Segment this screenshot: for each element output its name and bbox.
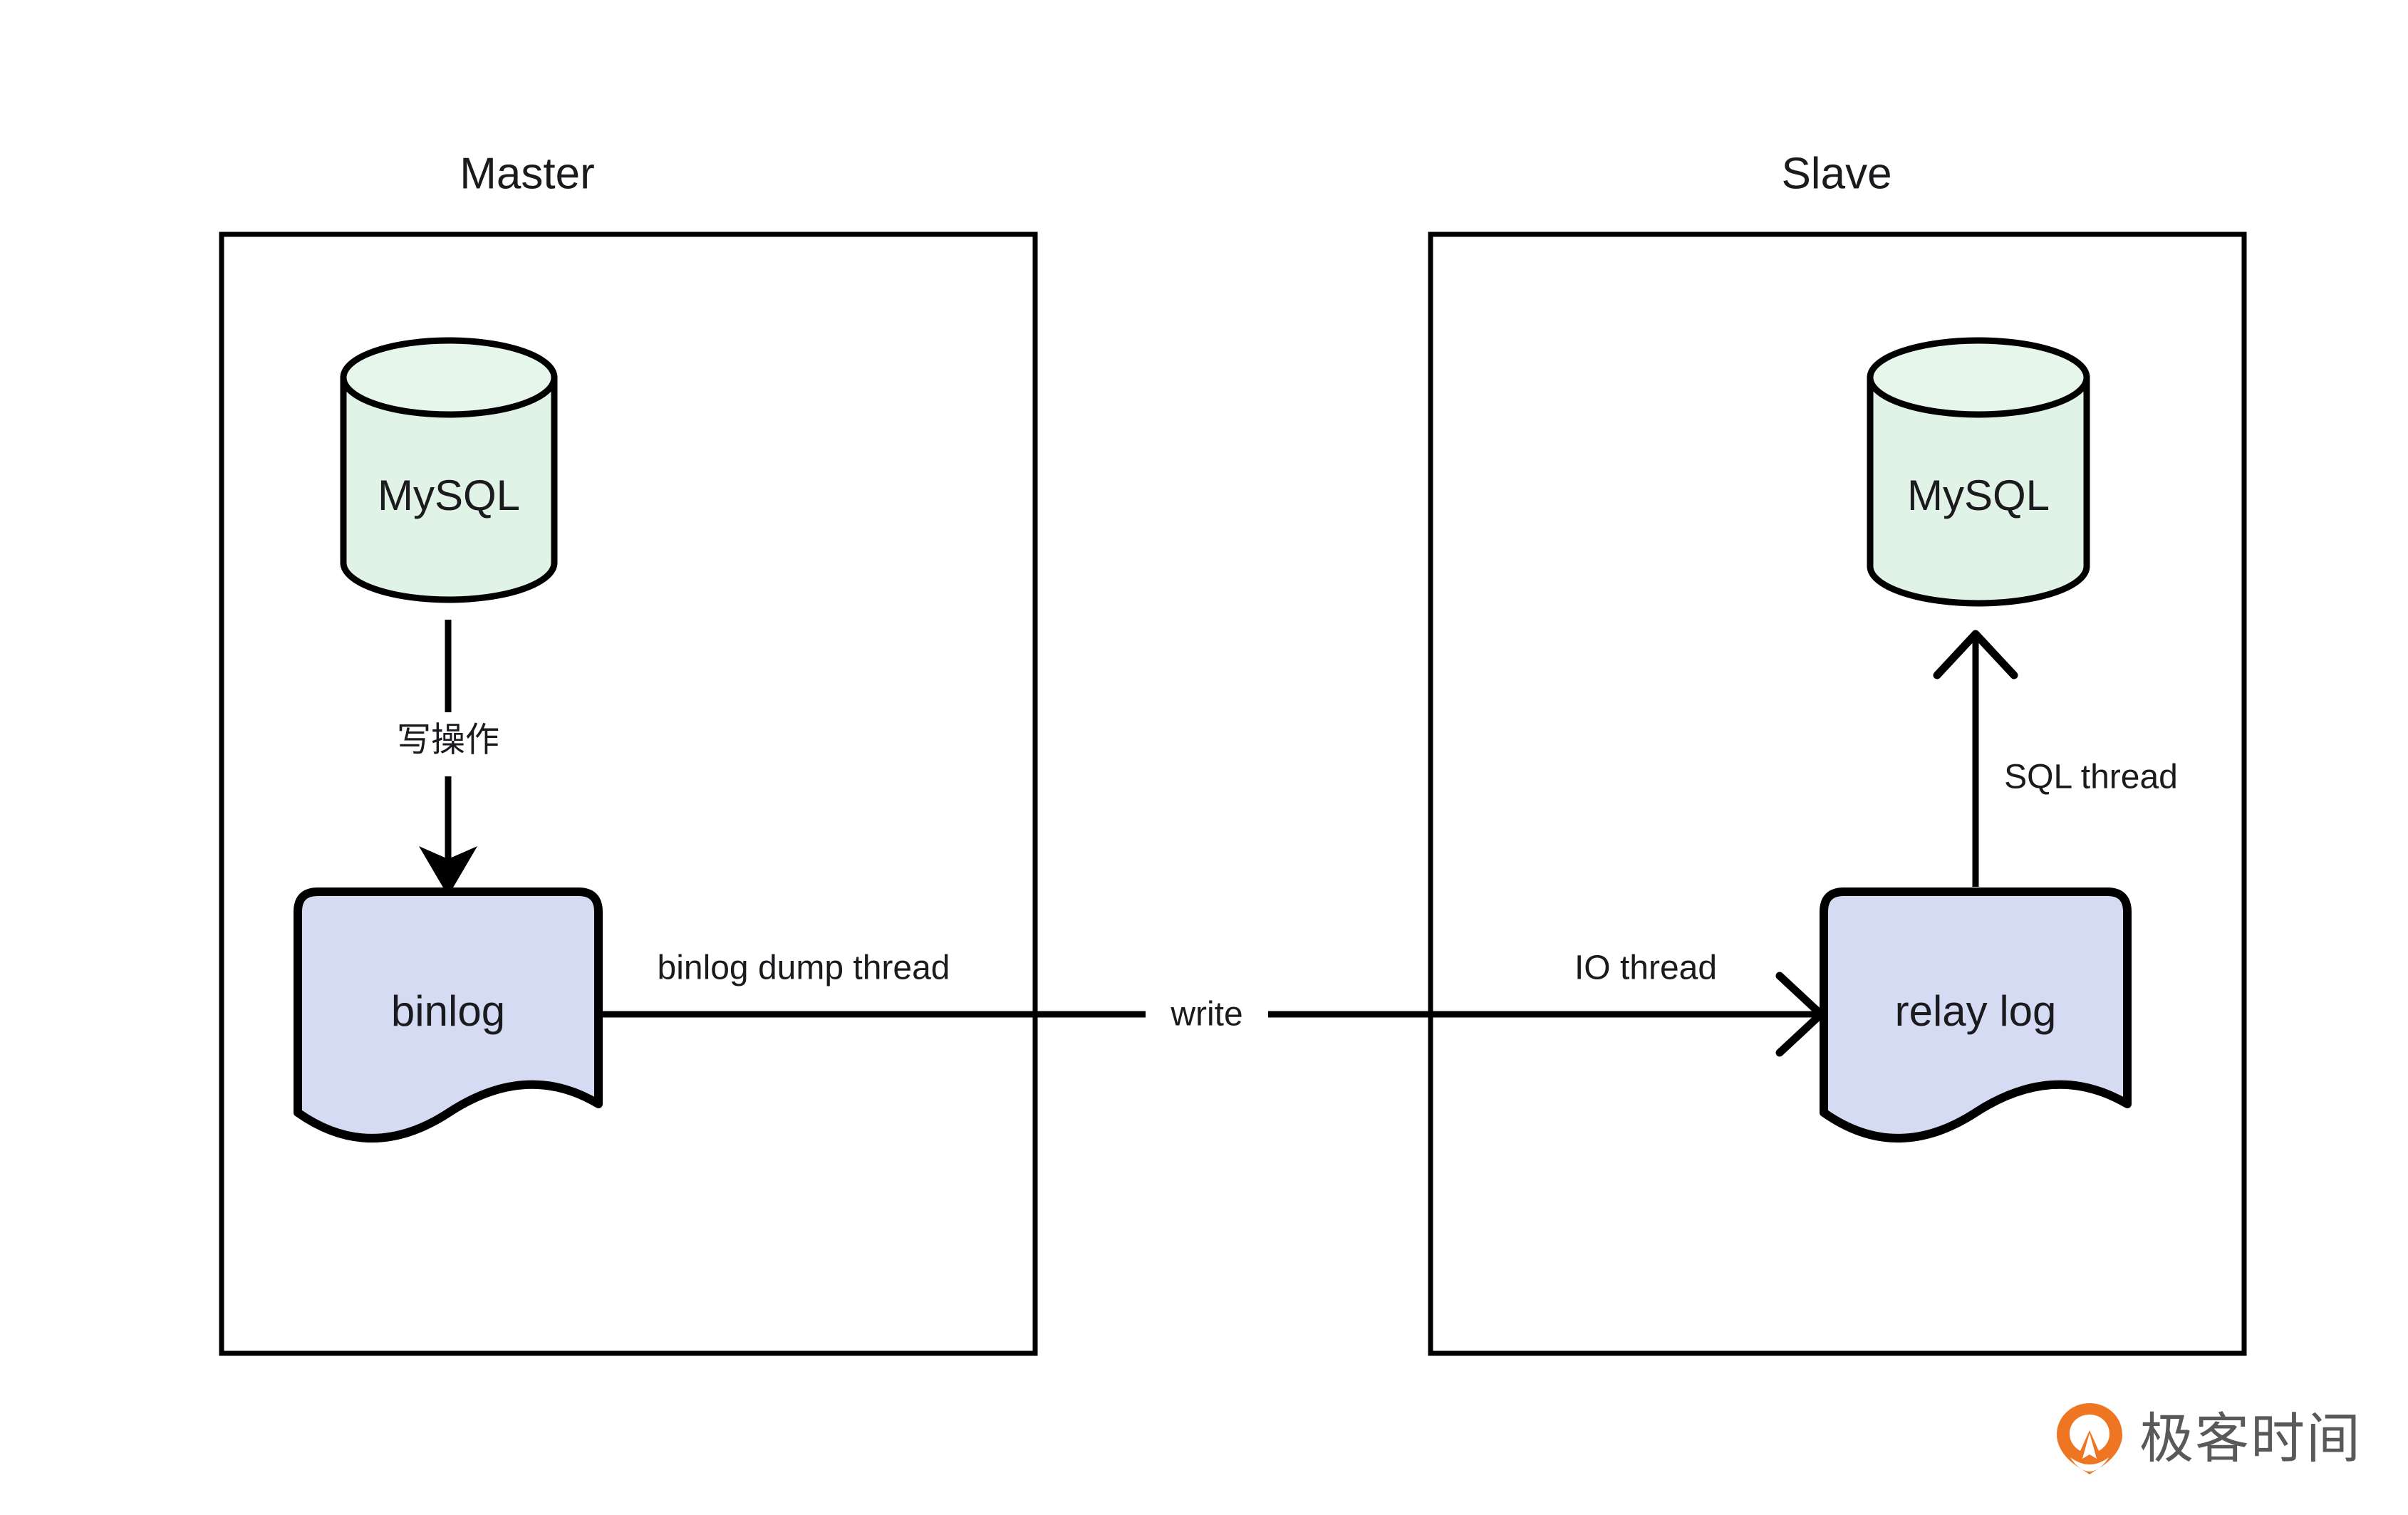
binlog-dump-thread-label: binlog dump thread xyxy=(658,949,950,987)
edge-sql-thread: SQL thread xyxy=(1933,630,2178,887)
node-master-mysql[interactable]: MySQL xyxy=(340,337,558,603)
brand-name: 极客时间 xyxy=(2139,1407,2362,1470)
master-group: Master xyxy=(219,149,1038,1356)
slave-group: Slave xyxy=(1428,149,2247,1356)
slave-mysql-cylinder-top xyxy=(1867,337,2090,418)
geektime-pin-icon xyxy=(2057,1403,2122,1474)
master-binlog-label: binlog xyxy=(391,987,505,1035)
write-label: write xyxy=(1170,996,1242,1034)
edge-write-op: 写操作 xyxy=(397,620,499,896)
node-slave-relaylog[interactable]: relay log xyxy=(1820,887,2132,1142)
slave-group-label: Slave xyxy=(1781,149,1891,198)
master-group-label: Master xyxy=(460,149,594,198)
io-thread-label: IO thread xyxy=(1574,949,1717,987)
node-slave-mysql[interactable]: MySQL xyxy=(1867,337,2090,607)
master-mysql-cylinder-top xyxy=(340,337,558,418)
brand-watermark: 极客时间 xyxy=(2055,1402,2362,1476)
write-op-label: 写操作 xyxy=(397,722,499,759)
write-op-arrowhead-icon xyxy=(419,846,477,896)
slave-mysql-label: MySQL xyxy=(1907,472,2050,519)
master-binlog-shape xyxy=(294,887,603,1142)
slave-container-box xyxy=(1428,231,2247,1356)
master-mysql-cylinder-body xyxy=(340,374,558,603)
slave-mysql-cylinder-body xyxy=(1867,374,2090,607)
edge-replication: binlog dump thread write IO thread xyxy=(598,949,1825,1057)
node-master-binlog[interactable]: binlog xyxy=(294,887,603,1142)
sql-thread-label: SQL thread xyxy=(2004,759,2178,796)
master-mysql-label: MySQL xyxy=(378,472,520,519)
sql-thread-arrowhead-icon xyxy=(1933,630,2018,680)
slave-relaylog-label: relay log xyxy=(1895,987,2057,1035)
slave-relaylog-shape xyxy=(1820,887,2132,1142)
